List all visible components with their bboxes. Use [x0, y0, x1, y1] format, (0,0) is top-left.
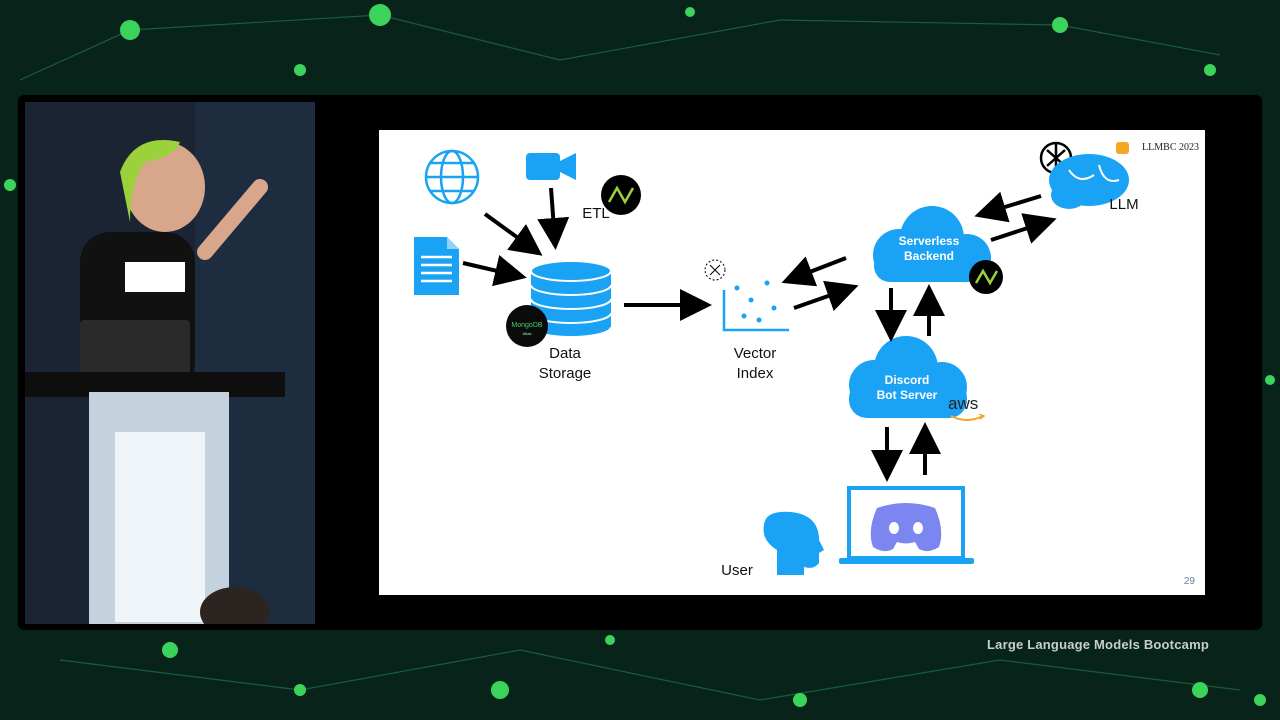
llm-label: LLM — [1109, 196, 1139, 213]
laptop-icon — [839, 486, 974, 564]
svg-text:MongoDB: MongoDB — [511, 322, 542, 329]
serverless-backend-label: Serverless Backend — [898, 234, 960, 263]
cloud-icon — [849, 336, 967, 418]
event-name: LLMBC 2023 — [1142, 142, 1199, 153]
slide-number: 29 — [1183, 576, 1195, 587]
arrow-backend-to-vector — [781, 256, 847, 287]
aws-smile-icon — [950, 414, 985, 421]
slide: MongoDB Atlas — [379, 130, 1205, 595]
arrow-vector-to-backend — [793, 280, 859, 312]
mongodb-icon: MongoDB Atlas — [506, 305, 548, 347]
flow-arrows — [462, 187, 1057, 482]
vector-index-label: Vector Index — [733, 345, 777, 382]
brain-icon — [1049, 154, 1129, 209]
architecture-diagram: MongoDB Atlas — [414, 141, 1129, 575]
discord-logo-icon — [870, 503, 942, 552]
svg-text:Atlas: Atlas — [523, 331, 532, 336]
arrow-llm-to-backend — [974, 191, 1042, 223]
cloud-icon — [873, 206, 991, 282]
globe-icon — [424, 149, 480, 205]
arrow-backend-to-llm — [990, 213, 1057, 244]
arrow-globe-to-storage — [483, 212, 543, 256]
arrow-doc-to-storage — [462, 254, 527, 287]
modal-logo-icon — [969, 260, 1003, 294]
speaker-video — [25, 102, 315, 624]
etl-label: ETL — [582, 205, 610, 222]
modal-logo-icon — [601, 175, 641, 215]
user-label: User — [721, 562, 753, 579]
footer-caption: Large Language Models Bootcamp — [987, 637, 1209, 652]
scatter-plot-icon — [704, 259, 789, 332]
speaker-figure — [25, 102, 315, 624]
document-icon — [414, 237, 459, 295]
video-camera-icon — [526, 153, 576, 180]
discord-bot-server-label: Discord Bot Server — [876, 373, 938, 402]
arrow-video-to-storage — [537, 187, 570, 250]
aws-logo-icon: aws — [948, 394, 979, 413]
event-logo-icon — [1116, 142, 1129, 154]
database-icon — [530, 260, 612, 338]
user-head-icon — [763, 511, 824, 575]
data-storage-label: Data Storage — [538, 345, 592, 382]
